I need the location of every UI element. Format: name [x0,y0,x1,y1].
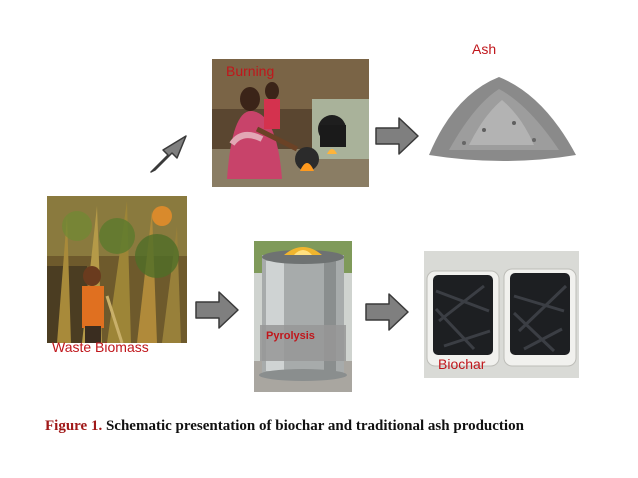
pyrolysis-label-box [260,325,346,361]
ash-photo [424,55,579,183]
arrow-to-burning-icon [150,135,187,173]
figure-number: Figure 1. [45,418,103,434]
biochar-label: Biochar [438,356,486,372]
waste-biomass-photo [47,196,187,343]
figure-caption: Figure 1. Schematic presentation of bioc… [45,418,605,435]
burning-label: Burning [226,63,275,79]
arrow-to-ash-icon [375,117,419,155]
burning-photo [212,59,369,187]
pyrolysis-label: Pyrolysis [266,330,315,342]
pyrolysis-photo [254,241,352,392]
arrow-to-biochar-icon [365,293,409,331]
figure-caption-text: Schematic presentation of biochar and tr… [102,418,524,434]
biochar-photo [424,251,579,378]
arrow-to-pyrolysis-icon [195,291,239,329]
ash-label: Ash [472,41,497,57]
waste-biomass-label: Waste Biomass [52,339,149,355]
